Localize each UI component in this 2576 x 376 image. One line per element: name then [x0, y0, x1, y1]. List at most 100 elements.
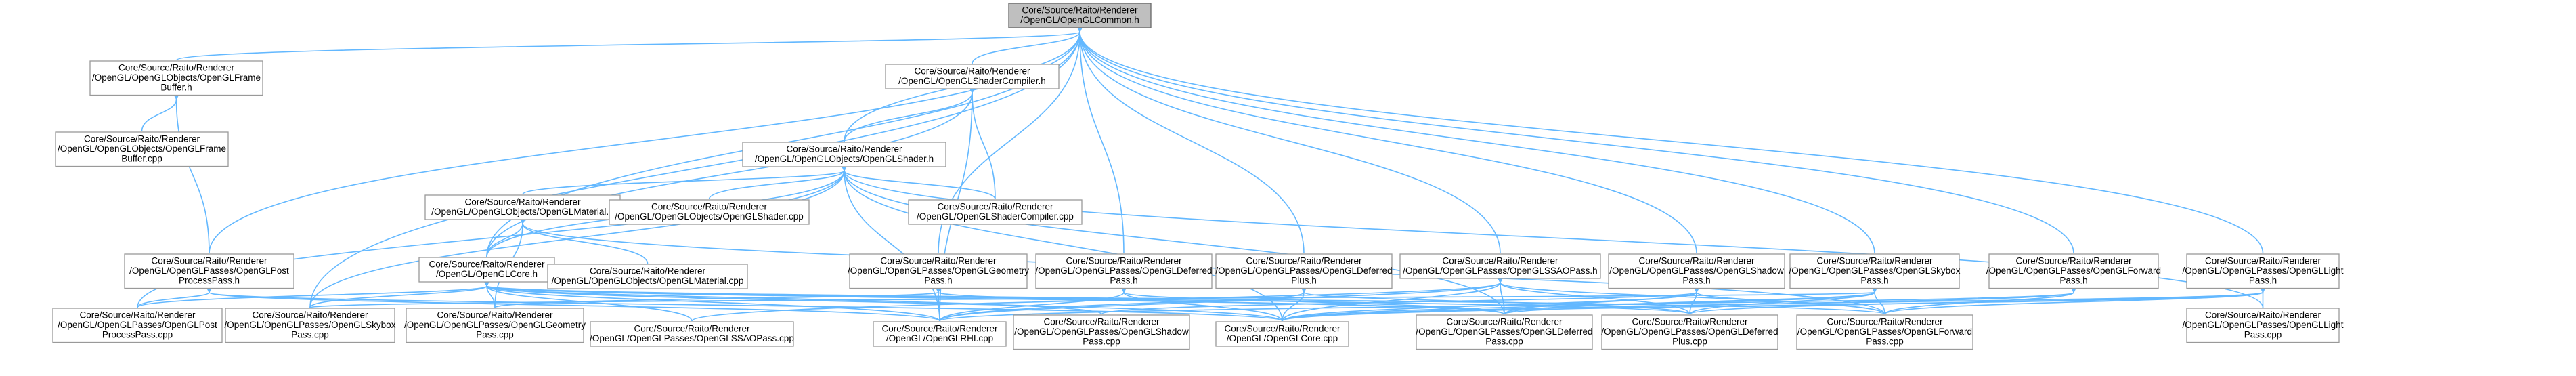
- node-label-line: Core/Source/Raito/Renderer: [252, 310, 368, 320]
- node-label-line: /OpenGL/OpenGLRHI.cpp: [886, 333, 993, 343]
- edge-root-to-deferredplus-h: [1076, 24, 1305, 254]
- node-label-line: Core/Source/Raito/Renderer: [437, 310, 553, 320]
- node-label-line: /OpenGL/OpenGLCommon.h: [1020, 15, 1139, 25]
- node-label-line: /OpenGL/OpenGLPasses/OpenGLSSAOPass.h: [1403, 266, 1597, 276]
- node-label-line: Pass.cpp: [1485, 337, 1523, 347]
- edge-core-h-to-geometry-cpp: [483, 278, 496, 308]
- node-label-line: /OpenGL/OpenGLPasses/OpenGLSkybox: [1789, 266, 1961, 276]
- node-deferred-h[interactable]: Core/Source/Raito/Renderer/OpenGL/OpenGL…: [1035, 253, 1213, 289]
- node-label-line: /OpenGL/OpenGLObjects/OpenGLShader.h: [755, 154, 934, 164]
- node-shadercompiler-cpp[interactable]: Core/Source/Raito/Renderer/OpenGL/OpenGL…: [908, 199, 1083, 225]
- node-material-cpp[interactable]: Core/Source/Raito/Renderer/OpenGL/OpenGL…: [547, 264, 748, 289]
- node-postprocess-cpp[interactable]: Core/Source/Raito/Renderer/OpenGL/OpenGL…: [52, 308, 223, 343]
- edge-ssao-h-to-ssao-cpp: [691, 275, 1505, 322]
- node-forward-cpp[interactable]: Core/Source/Raito/Renderer/OpenGL/OpenGL…: [1796, 314, 1973, 350]
- node-deferredplus-h[interactable]: Core/Source/Raito/Renderer/OpenGL/OpenGL…: [1215, 253, 1393, 289]
- node-label-line: Pass.h: [1110, 276, 1137, 286]
- node-box: [908, 199, 1083, 225]
- edge-forward-h-to-rhi-cpp: [939, 285, 2078, 322]
- node-geometry-cpp[interactable]: Core/Source/Raito/Renderer/OpenGL/OpenGL…: [404, 308, 586, 343]
- node-label-line: Core/Source/Raito/Renderer: [2205, 256, 2321, 266]
- node-shader-cpp[interactable]: Core/Source/Raito/Renderer/OpenGL/OpenGL…: [609, 199, 810, 225]
- node-label-line: Core/Source/Raito/Renderer: [1816, 256, 1933, 266]
- node-label-line: Core/Source/Raito/Renderer: [881, 324, 998, 334]
- node-label-line: Pass.h: [1860, 276, 1888, 286]
- edge-root-to-shadercompiler-h: [972, 24, 1084, 64]
- node-rhi-cpp[interactable]: Core/Source/Raito/Renderer/OpenGL/OpenGL…: [873, 321, 1007, 347]
- edge-geometry-h-to-geometry-cpp: [494, 285, 943, 308]
- node-framebuffer-cpp[interactable]: Core/Source/Raito/Renderer/OpenGL/OpenGL…: [55, 131, 229, 167]
- node-label-line: /OpenGL/OpenGLPasses/OpenGLDeferred: [1416, 327, 1592, 337]
- node-label-line: Pass.cpp: [476, 330, 514, 340]
- node-box: [885, 64, 1060, 89]
- node-label-line: /OpenGL/OpenGLObjects/OpenGLMaterial.cpp: [552, 276, 744, 286]
- node-box: [424, 194, 621, 220]
- edge-framebuffer-h-to-postprocess-h: [172, 92, 210, 254]
- node-shadercompiler-h[interactable]: Core/Source/Raito/Renderer/OpenGL/OpenGL…: [885, 64, 1060, 89]
- node-box: [418, 257, 555, 283]
- node-label-line: Core/Source/Raito/Renderer: [651, 202, 768, 212]
- node-label-line: Core/Source/Raito/Renderer: [1632, 317, 1748, 327]
- node-label-line: /OpenGL/OpenGLPasses/OpenGLShadow: [1609, 266, 1784, 276]
- node-box: [2186, 308, 2340, 343]
- node-box: [1988, 253, 2159, 289]
- edge-light-h-to-forward-cpp: [1884, 285, 2267, 315]
- node-label-line: Core/Source/Raito/Renderer: [2205, 310, 2321, 320]
- node-label-line: Core/Source/Raito/Renderer: [118, 63, 235, 73]
- node-box: [1008, 3, 1152, 28]
- node-deferred-cpp[interactable]: Core/Source/Raito/Renderer/OpenGL/OpenGL…: [1416, 314, 1593, 350]
- edge-shader-h-to-deferred-cpp: [840, 163, 1505, 315]
- node-label-line: Core/Source/Raito/Renderer: [1224, 324, 1340, 334]
- node-label-line: Pass.cpp: [1866, 337, 1904, 347]
- node-label-line: /OpenGL/OpenGLPasses/OpenGLDeferred: [1601, 327, 1778, 337]
- node-framebuffer-h[interactable]: Core/Source/Raito/Renderer/OpenGL/OpenGL…: [89, 60, 263, 96]
- edge-root-to-skybox-h: [1076, 24, 1875, 254]
- node-ssao-h[interactable]: Core/Source/Raito/Renderer/OpenGL/OpenGL…: [1399, 253, 1601, 279]
- node-skybox-cpp[interactable]: Core/Source/Raito/Renderer/OpenGL/OpenGL…: [225, 308, 396, 343]
- node-ssao-cpp[interactable]: Core/Source/Raito/Renderer/OpenGL/OpenGL…: [590, 321, 794, 347]
- node-deferredplus-cpp[interactable]: Core/Source/Raito/Renderer/OpenGL/OpenGL…: [1601, 314, 1778, 350]
- node-shadow-cpp[interactable]: Core/Source/Raito/Renderer/OpenGL/OpenGL…: [1013, 314, 1190, 350]
- node-label-line: /OpenGL/OpenGLPasses/OpenGLDeferred: [1035, 266, 1212, 276]
- edge-material-h-to-material-cpp: [519, 216, 649, 264]
- edge-deferred-h-to-core-cpp: [1120, 285, 1283, 322]
- node-label-line: Core/Source/Raito/Renderer: [634, 324, 750, 334]
- node-label-line: Core/Source/Raito/Renderer: [590, 266, 706, 276]
- node-label-line: Core/Source/Raito/Renderer: [937, 202, 1053, 212]
- edge-shadercompiler-h-to-core-h: [486, 85, 976, 257]
- node-box: [1035, 253, 1213, 289]
- node-label-line: /OpenGL/OpenGLCore.h: [436, 269, 538, 279]
- node-box: [1399, 253, 1601, 279]
- node-label-line: Core/Source/Raito/Renderer: [84, 134, 200, 144]
- node-box: [742, 142, 946, 167]
- node-label-line: Core/Source/Raito/Renderer: [786, 144, 902, 154]
- node-label-line: Core/Source/Raito/Renderer: [429, 259, 545, 270]
- node-label-line: /OpenGL/OpenGLPasses/OpenGLPost: [129, 266, 289, 276]
- node-skybox-h[interactable]: Core/Source/Raito/Renderer/OpenGL/OpenGL…: [1789, 253, 1961, 289]
- node-material-h[interactable]: Core/Source/Raito/Renderer/OpenGL/OpenGL…: [424, 194, 621, 220]
- node-geometry-h[interactable]: Core/Source/Raito/Renderer/OpenGL/OpenGL…: [848, 253, 1029, 289]
- node-label-line: Pass.cpp: [291, 330, 329, 340]
- node-shadow-h[interactable]: Core/Source/Raito/Renderer/OpenGL/OpenGL…: [1608, 253, 1785, 289]
- node-box: [55, 131, 229, 167]
- node-light-h[interactable]: Core/Source/Raito/Renderer/OpenGL/OpenGL…: [2183, 253, 2344, 289]
- node-forward-h[interactable]: Core/Source/Raito/Renderer/OpenGL/OpenGL…: [1986, 253, 2161, 289]
- node-box: [1796, 314, 1973, 350]
- edge-light-h-to-core-cpp: [1282, 285, 2267, 322]
- edge-postprocess-h-to-postprocess-cpp: [137, 285, 213, 308]
- node-label-line: /OpenGL/OpenGLObjects/OpenGLMaterial.h: [431, 207, 613, 217]
- node-label-line: Pass.h: [924, 276, 952, 286]
- edge-core-h-to-skybox-cpp: [309, 278, 491, 308]
- node-label-line: /OpenGL/OpenGLPasses/OpenGLDeferred: [1215, 266, 1392, 276]
- node-core-h[interactable]: Core/Source/Raito/Renderer/OpenGL/OpenGL…: [418, 257, 555, 283]
- nodes-layer: Core/Source/Raito/Renderer/OpenGL/OpenGL…: [52, 3, 2344, 350]
- node-shader-h[interactable]: Core/Source/Raito/Renderer/OpenGL/OpenGL…: [742, 142, 946, 167]
- node-label-line: /OpenGL/OpenGLPasses/OpenGLGeometry: [404, 320, 586, 330]
- node-box: [609, 199, 810, 225]
- node-light-cpp[interactable]: Core/Source/Raito/Renderer/OpenGL/OpenGL…: [2183, 308, 2344, 343]
- edge-skybox-h-to-skybox-cpp: [309, 285, 1880, 308]
- node-root[interactable]: Core/Source/Raito/Renderer/OpenGL/OpenGL…: [1008, 3, 1152, 28]
- node-core-cpp[interactable]: Core/Source/Raito/Renderer/OpenGL/OpenGL…: [1215, 321, 1349, 347]
- node-postprocess-h[interactable]: Core/Source/Raito/Renderer/OpenGL/OpenGL…: [124, 253, 294, 289]
